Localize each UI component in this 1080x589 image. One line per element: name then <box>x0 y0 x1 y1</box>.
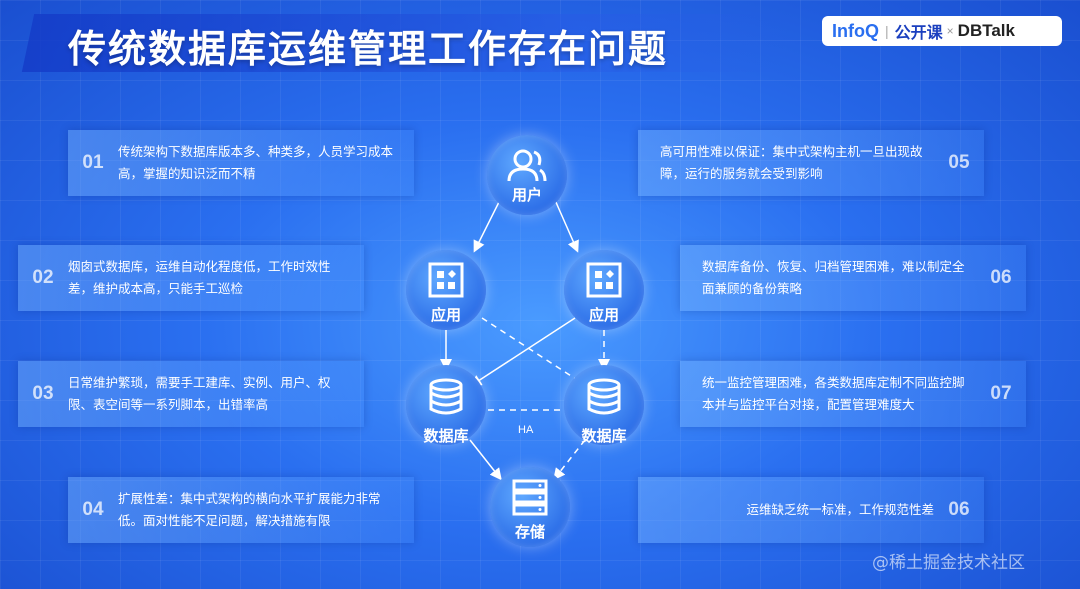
app-left-label: 应用 <box>430 306 461 324</box>
db-right-node <box>564 365 644 445</box>
problem-card-06: 06 数据库备份、恢复、归档管理困难，难以制定全面兼顾的备份策略 <box>680 245 1026 311</box>
problem-card-01: 01 传统架构下数据库版本多、种类多，人员学习成本高，掌握的知识泛而不精 <box>68 130 414 196</box>
page-title: 传统数据库运维管理工作存在问题 <box>68 27 669 71</box>
dbtalk-logo: DBTalk <box>957 21 1015 40</box>
db-left-node <box>406 365 486 445</box>
card-text: 数据库备份、恢复、归档管理困难，难以制定全面兼顾的备份策略 <box>702 259 965 296</box>
app-left-node <box>406 250 486 330</box>
connector-user-app-right <box>554 199 579 253</box>
storage-icon <box>512 479 548 516</box>
card-text: 传统架构下数据库版本多、种类多，人员学习成本高，掌握的知识泛而不精 <box>118 144 394 181</box>
database-icon <box>587 378 621 415</box>
problem-card-08: 06 运维缺乏统一标准，工作规范性差 <box>638 477 984 543</box>
card-text: 统一监控管理困难，各类数据库定制不同监控脚本并与监控平台对接，配置管理难度大 <box>702 375 965 412</box>
logo-divider: | <box>885 23 889 39</box>
connector-user-app-left <box>473 199 501 253</box>
user-node <box>487 135 567 215</box>
db-right-label: 数据库 <box>581 427 627 445</box>
card-text: 运维缺乏统一标准，工作规范性差 <box>746 502 934 517</box>
infoq-logo: InfoQ <box>832 20 879 41</box>
user-node-label: 用户 <box>511 186 542 204</box>
app-right-node <box>564 250 644 330</box>
connector-app-right-db-left <box>469 317 576 387</box>
card-number: 03 <box>32 383 54 404</box>
card-text: 高可用性难以保证：集中式架构主机一旦出现故障，运行的服务就会受到影响 <box>660 144 923 181</box>
card-number: 01 <box>82 152 104 173</box>
connector-db-right-storage <box>553 439 586 481</box>
problem-card-04: 04 扩展性差：集中式架构的横向水平扩展能力非常低。面对性能不足问题，解决措施有… <box>68 477 414 543</box>
ha-label: HA <box>518 424 534 436</box>
card-text: 日常维护繁琐，需要手工建库、实例、用户、权限、表空间等一系列脚本，出错率高 <box>68 375 331 412</box>
connector-db-left-storage <box>469 439 502 481</box>
card-number: 02 <box>32 267 54 288</box>
problem-card-05: 05 高可用性难以保证：集中式架构主机一旦出现故障，运行的服务就会受到影响 <box>638 130 984 196</box>
card-number: 04 <box>82 499 104 520</box>
card-number: 06 <box>948 499 970 520</box>
card-number: 05 <box>948 152 970 173</box>
db-left-label: 数据库 <box>423 427 469 445</box>
card-number: 06 <box>990 267 1012 288</box>
watermark: @稀土掘金技术社区 <box>872 553 1025 573</box>
card-text: 扩展性差：集中式架构的横向水平扩展能力非常低。面对性能不足问题，解决措施有限 <box>118 491 381 528</box>
app-icon <box>586 262 622 298</box>
user-icon <box>507 149 547 182</box>
gongkaike-logo: 公开课 <box>894 25 943 42</box>
logo-times: × <box>946 24 954 38</box>
partner-logos: InfoQ | 公开课 × DBTalk <box>822 16 1062 46</box>
app-right-label: 应用 <box>588 306 619 324</box>
card-number: 07 <box>990 383 1012 404</box>
storage-label: 存储 <box>514 523 545 541</box>
database-icon <box>429 378 463 415</box>
problem-card-02: 02 烟囱式数据库，运维自动化程度低，工作时效性差，维护成本高，只能手工巡检 <box>18 245 364 311</box>
storage-node <box>490 467 570 547</box>
problem-card-03: 03 日常维护繁琐，需要手工建库、实例、用户、权限、表空间等一系列脚本，出错率高 <box>18 361 364 427</box>
problem-card-07: 07 统一监控管理困难，各类数据库定制不同监控脚本并与监控平台对接，配置管理难度… <box>680 361 1026 427</box>
card-text: 烟囱式数据库，运维自动化程度低，工作时效性差，维护成本高，只能手工巡检 <box>68 259 331 296</box>
app-icon <box>428 262 464 298</box>
connector-app-left-db-right <box>481 317 588 387</box>
